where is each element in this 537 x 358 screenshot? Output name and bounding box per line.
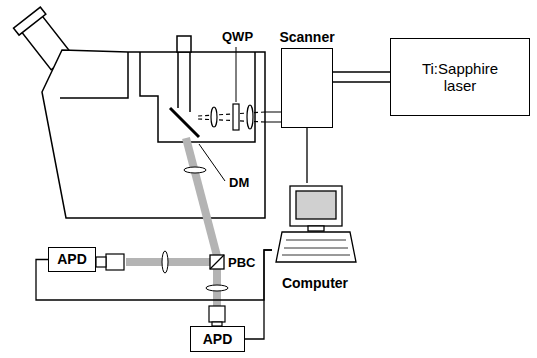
eyepiece (14, 7, 46, 35)
quarter-wave-plate (236, 47, 237, 102)
connector-line (333, 81, 390, 82)
beam-splitter-cube (210, 255, 224, 269)
excitation-beam (247, 105, 253, 129)
lens (162, 251, 168, 273)
excitation-beam (198, 105, 281, 129)
laser-box: Ti:Sapphire laser (390, 38, 530, 116)
excitation-beam (211, 107, 217, 127)
dichroic-mirror (199, 144, 225, 181)
excitation-beam (265, 112, 281, 122)
connector (333, 72, 390, 82)
part-label: QWP (221, 29, 254, 44)
microscope-body (42, 50, 265, 218)
microscope-body (60, 52, 128, 98)
excitation-beam (198, 112, 265, 122)
dichroic-mirror (170, 108, 225, 181)
emission-beam (186, 138, 217, 256)
computer-icon (276, 232, 356, 262)
lens (184, 167, 206, 173)
computer-icon (290, 186, 342, 226)
detector-head (96, 257, 106, 267)
apd-box: APD (48, 247, 96, 272)
emission-beam (126, 138, 217, 306)
part-label: PBC (227, 255, 256, 270)
microscope-body (177, 36, 191, 52)
connector-line (36, 250, 272, 300)
microscope-body (178, 52, 190, 112)
box-label: APD (203, 331, 233, 347)
computer-node: Computer (272, 183, 358, 291)
part-label: DM (228, 175, 250, 190)
computer-icon (276, 186, 356, 262)
beam-splitter-cube (210, 255, 224, 269)
lens (206, 285, 228, 291)
microscope-body (140, 52, 255, 142)
quarter-wave-plate (233, 104, 239, 130)
microscope-body (14, 7, 265, 218)
box-label: Computer (272, 275, 358, 291)
scanner-box: Scanner (281, 48, 333, 128)
box-heading: Scanner (279, 29, 334, 45)
dichroic-mirror (170, 108, 199, 137)
detector-head (96, 254, 225, 326)
connector-line (306, 128, 307, 183)
computer-icon (308, 226, 324, 231)
connector (307, 128, 308, 183)
box-label: Ti:Sapphire laser (414, 60, 506, 95)
detector-head (106, 254, 124, 270)
apd-box: APD (190, 326, 245, 352)
connector (36, 250, 272, 300)
lens (162, 167, 228, 291)
computer-icon (282, 240, 350, 255)
beam-splitter-cube (210, 255, 224, 269)
connector-line (333, 71, 390, 72)
quarter-wave-plate (233, 47, 239, 130)
detector-head (209, 306, 225, 322)
box-label: APD (57, 251, 87, 267)
computer-icon (296, 191, 336, 219)
